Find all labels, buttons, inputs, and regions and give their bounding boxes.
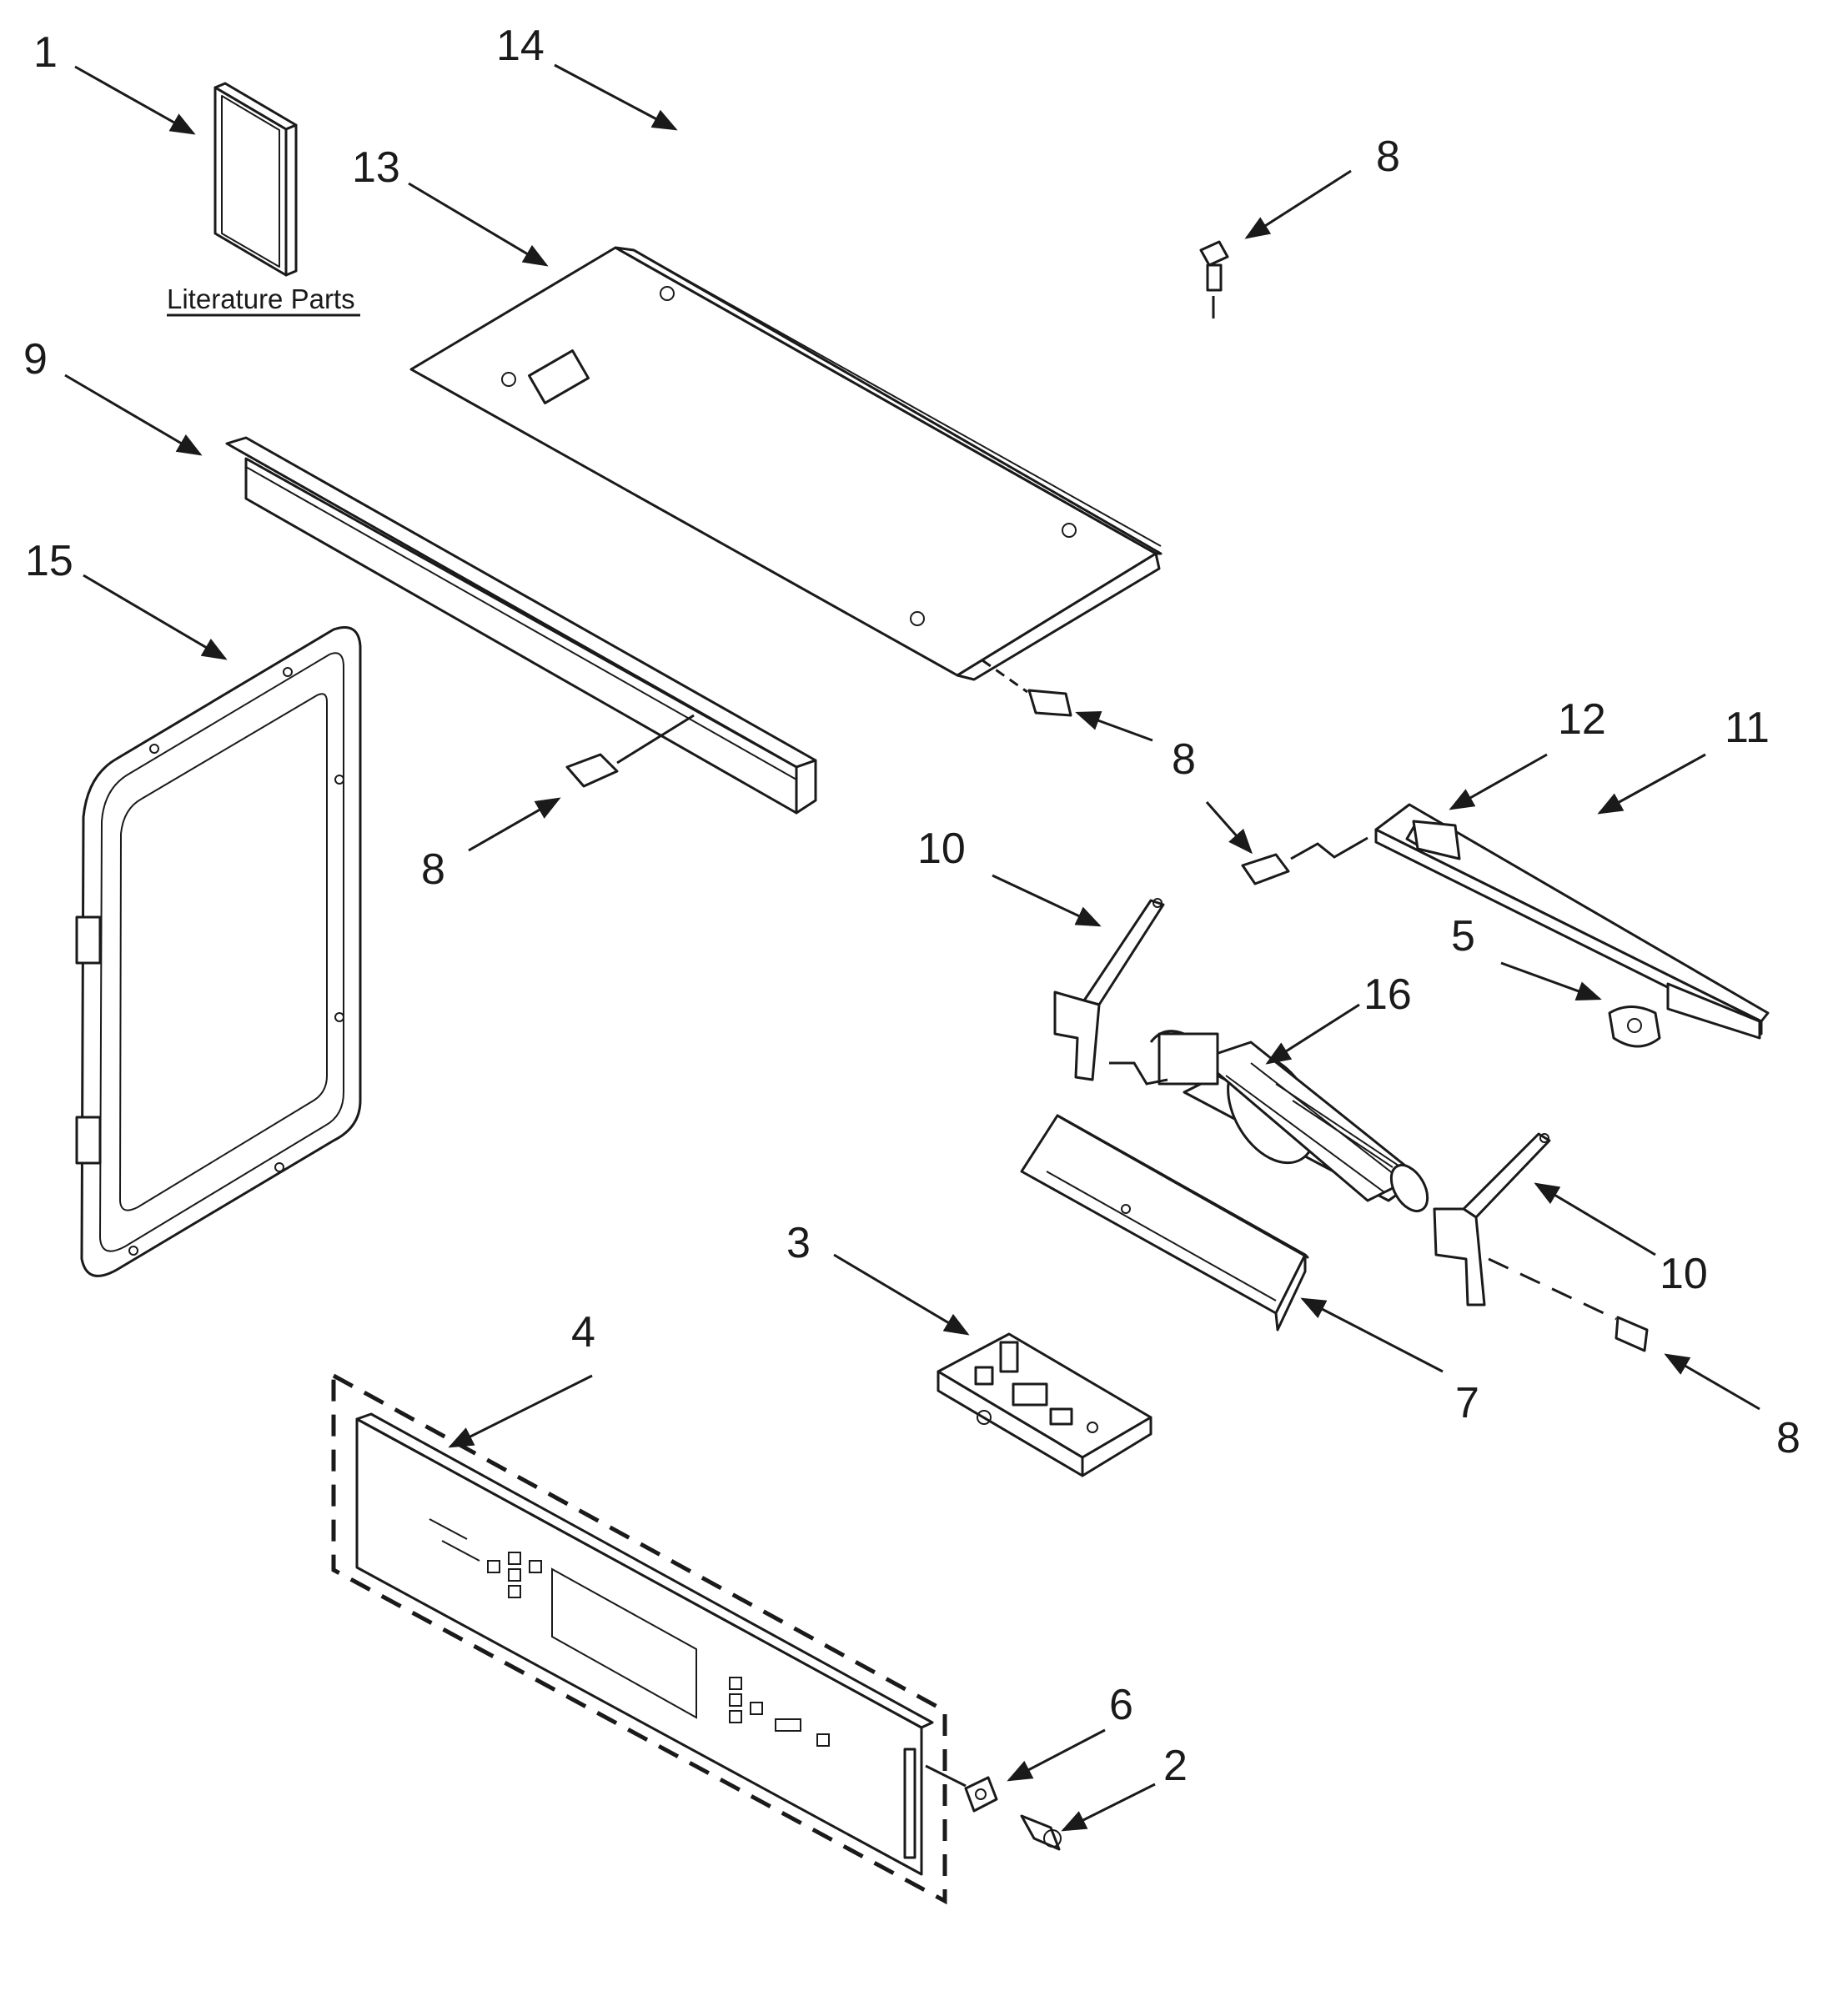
l-bracket-right [1433, 1132, 1551, 1306]
callout-8-bottom: 8 [1776, 1414, 1800, 1462]
console-screw [1020, 1814, 1062, 1851]
wire-clip [1608, 1006, 1661, 1048]
callout-11: 11 [1725, 704, 1770, 752]
callout-8-top: 8 [1376, 133, 1400, 181]
callout-15: 15 [25, 537, 73, 585]
blower-fan-assembly [1109, 1030, 1429, 1212]
callout-14: 14 [496, 22, 545, 70]
top-panel [409, 246, 1163, 681]
control-board [937, 1332, 1152, 1477]
l-bracket-left [1053, 898, 1165, 1081]
door-frame-panel [75, 626, 362, 1277]
mounting-clip [925, 1764, 998, 1813]
screw-bracket-11 [1241, 836, 1368, 885]
callout-4: 4 [571, 1308, 595, 1357]
screw-left-channel [565, 714, 695, 788]
right-rail-bracket [1374, 803, 1770, 1040]
callout-12: 12 [1558, 695, 1606, 744]
control-panel-console [331, 1372, 947, 1905]
literature-parts-caption: Literature Parts [167, 283, 355, 314]
callout-13: 13 [352, 143, 400, 192]
callout-16: 16 [1363, 970, 1412, 1019]
callout-10-left: 10 [917, 825, 966, 873]
callout-arrows [64, 63, 1760, 1832]
callout-2: 2 [1163, 1742, 1188, 1790]
callout-3: 3 [786, 1219, 811, 1267]
callout-8-left: 8 [421, 845, 445, 894]
callout-10-right: 10 [1660, 1250, 1708, 1298]
screw-top-right [1199, 240, 1229, 318]
callout-5: 5 [1451, 912, 1475, 960]
callout-8-center: 8 [1172, 735, 1196, 784]
callout-6: 6 [1109, 1681, 1133, 1729]
callout-9: 9 [23, 335, 48, 384]
callout-7: 7 [1455, 1379, 1479, 1427]
long-channel-bracket [225, 436, 817, 815]
callout-1: 1 [33, 28, 58, 77]
screw-under-panel [982, 659, 1072, 717]
screw-lower-right [1488, 1257, 1649, 1352]
fan-shield-plate [1020, 1114, 1309, 1331]
literature-parts-booklet [213, 82, 298, 277]
